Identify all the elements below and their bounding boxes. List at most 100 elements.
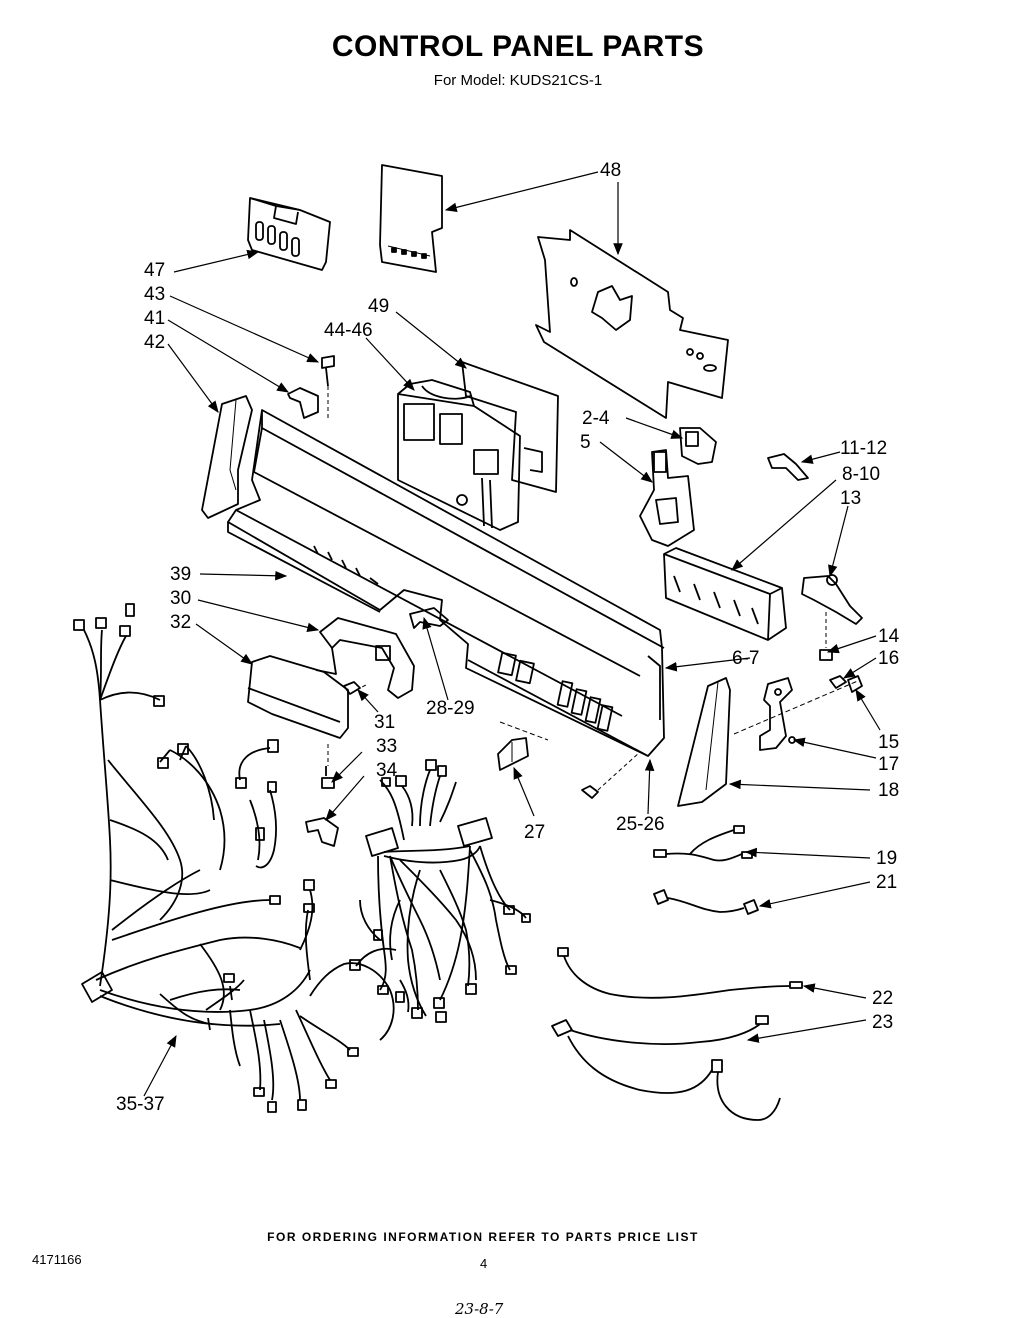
leader-43 <box>169 295 320 363</box>
leader-30 <box>197 599 320 633</box>
label-17: 17 <box>878 754 899 775</box>
leader-44-46 <box>365 337 415 391</box>
document-number: 4171166 <box>32 1252 82 1267</box>
leader-48-a <box>444 171 599 213</box>
leader-31 <box>357 689 379 713</box>
leader-11-12 <box>800 451 841 464</box>
leader-19 <box>744 847 871 859</box>
label-8-10: 8-10 <box>842 464 880 485</box>
label-22: 22 <box>872 988 893 1009</box>
leader-32 <box>195 623 253 665</box>
label-44-46: 44-46 <box>324 320 373 341</box>
screw-25-26 <box>581 751 641 799</box>
leader-16 <box>842 657 877 679</box>
switch-block <box>247 197 331 271</box>
switch-2-4 <box>679 427 717 465</box>
handwritten-note: 23-8-7 <box>455 1300 504 1318</box>
label-15: 15 <box>878 732 899 753</box>
lever-13 <box>801 574 863 625</box>
label-33: 33 <box>376 736 397 757</box>
label-34: 34 <box>376 760 398 781</box>
leader-47 <box>173 249 260 273</box>
screw-31 <box>343 681 369 695</box>
label-28-29: 28-29 <box>426 698 475 719</box>
label-2-4: 2-4 <box>582 408 610 429</box>
leader-6-7 <box>664 657 751 672</box>
leader-25-26 <box>644 758 655 815</box>
label-23: 23 <box>872 1012 893 1033</box>
label-35-37: 35-37 <box>116 1094 165 1115</box>
screw-43 <box>321 355 335 420</box>
leader-5 <box>599 441 653 483</box>
leader-15 <box>855 688 881 731</box>
clip-34 <box>305 817 339 847</box>
label-32: 32 <box>170 612 191 633</box>
switch-bank <box>663 547 787 641</box>
model-subtitle: For Model: KUDS21CS-1 <box>433 72 603 89</box>
insulator-plate <box>461 361 559 493</box>
leader-21 <box>758 881 871 909</box>
wire-19 <box>653 825 753 862</box>
leader-42 <box>167 343 219 413</box>
leader-27 <box>513 766 535 817</box>
label-13: 13 <box>840 488 861 509</box>
wire-22 <box>557 947 803 999</box>
leader-35-37 <box>143 1034 177 1097</box>
label-25-26: 25-26 <box>616 814 665 835</box>
console-panel <box>227 409 665 757</box>
label-30: 30 <box>170 588 191 609</box>
label-42: 42 <box>144 332 165 353</box>
end-cap-right <box>677 677 731 807</box>
label-49: 49 <box>368 296 389 317</box>
label-39: 39 <box>170 564 191 585</box>
leader-33 <box>331 751 363 783</box>
end-cap-left <box>201 395 253 519</box>
leader-18 <box>728 779 871 791</box>
timer-module <box>397 379 521 531</box>
wire-harness-right <box>349 759 531 1023</box>
wire-23 <box>551 1015 781 1121</box>
page-title: CONTROL PANEL PARTS <box>331 30 705 63</box>
circuit-board-small <box>379 164 443 273</box>
leader-23 <box>746 1019 867 1043</box>
label-6-7: 6-7 <box>732 648 759 669</box>
page-number: 4 <box>480 1256 488 1271</box>
label-14: 14 <box>878 626 900 647</box>
leader-17 <box>792 737 877 759</box>
label-5: 5 <box>580 432 591 453</box>
actuator-5 <box>639 449 695 547</box>
ordering-note: FOR ORDERING INFORMATION REFER TO PARTS … <box>267 1230 699 1244</box>
label-27: 27 <box>524 822 545 843</box>
wire-21 <box>653 889 759 915</box>
label-41: 41 <box>144 308 165 329</box>
leader-22 <box>802 983 867 999</box>
leader-49 <box>395 311 467 369</box>
clip-11-12 <box>767 453 809 481</box>
label-48: 48 <box>600 160 621 181</box>
screw-16 <box>829 675 847 689</box>
shield-plate <box>535 229 729 419</box>
label-21: 21 <box>876 872 897 893</box>
label-16: 16 <box>878 648 899 669</box>
label-19: 19 <box>876 848 897 869</box>
screw-33 <box>321 744 335 789</box>
screw-15 <box>847 675 863 693</box>
leader-39 <box>199 570 288 581</box>
leader-8-10 <box>731 479 837 571</box>
bracket-41 <box>287 387 319 419</box>
leader-2-4 <box>625 417 684 439</box>
label-31: 31 <box>374 712 395 733</box>
leader-41 <box>167 319 290 393</box>
wire-harness-left <box>73 603 395 1113</box>
label-47: 47 <box>144 260 165 281</box>
button-27 <box>497 721 549 771</box>
display-lens <box>247 655 349 739</box>
leader-34 <box>325 775 365 821</box>
screw-14 <box>819 612 833 661</box>
label-18: 18 <box>878 780 899 801</box>
bracket-17 <box>759 677 796 751</box>
leader-28-29 <box>422 616 449 701</box>
label-11-12: 11-12 <box>840 438 887 459</box>
clip-28-29 <box>409 607 449 629</box>
